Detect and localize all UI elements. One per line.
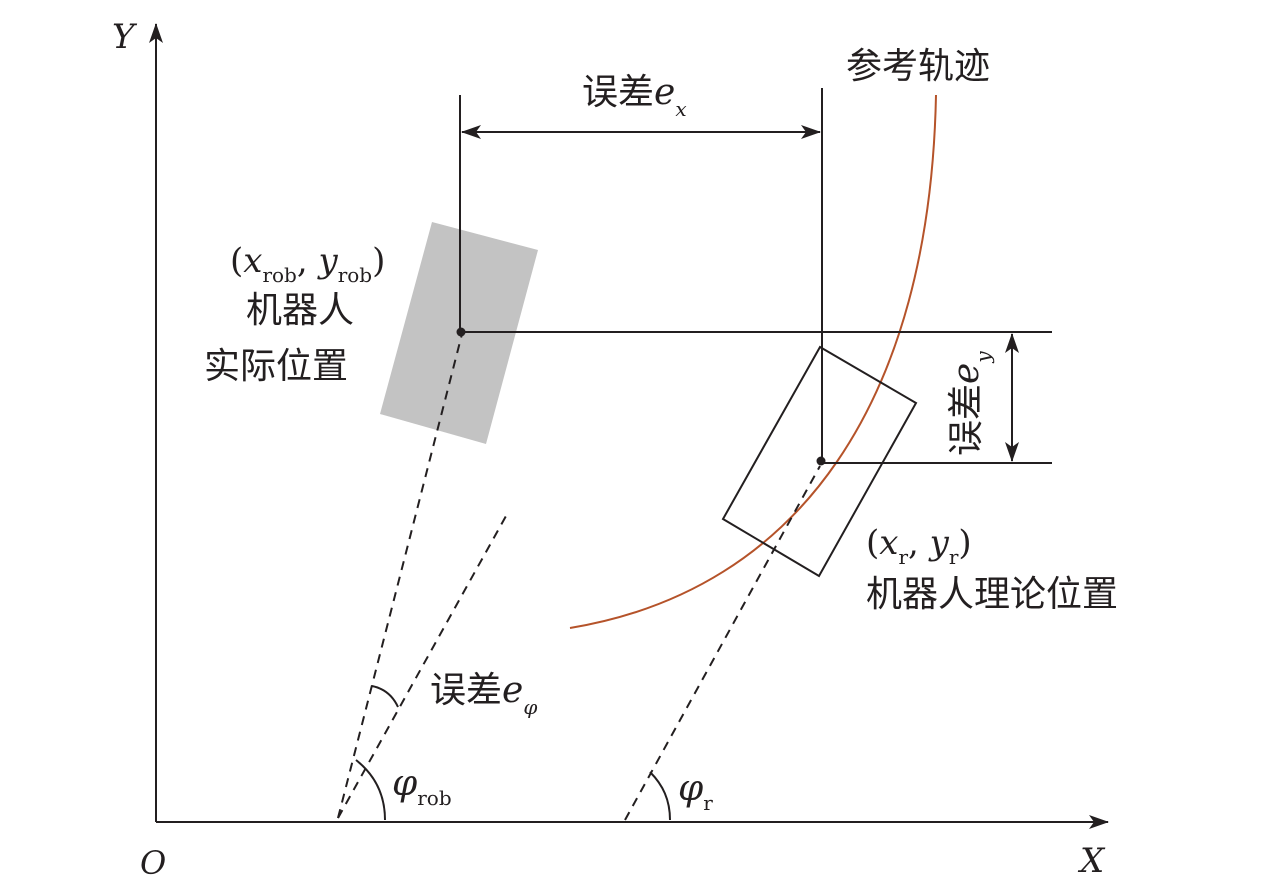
error-y-subscript: y [971,351,995,364]
error-y-prefix: 误差 [946,384,987,456]
error-phi-arc [371,685,399,708]
robot-theory-separator: , [908,523,930,563]
robot-theory-x-subscript: r [898,545,908,569]
angle-rob-arc [355,759,386,821]
y-axis-label: Y [112,17,138,57]
robot-theory-paren-close: ) [958,523,971,563]
construction-lines [459,88,1052,464]
heading-lines [337,333,821,821]
error-x-label: 误差ex [582,72,687,121]
error-phi-subscript: φ [523,695,537,719]
robot-actual-label-line2: 实际位置 [204,346,348,387]
robot-theory-point [816,456,826,466]
robot-theory-paren-open: ( [866,523,879,563]
error-phi-symbol: e [502,670,523,711]
angle-r-symbol: φ [678,768,704,809]
angle-rob-label: φrob [392,763,452,810]
robot-actual-coordinates: (xrob, yrob) [230,241,385,287]
error-x-subscript: x [675,97,686,121]
error-y-label: 误差ey [946,351,995,456]
robot-actual-y-symbol: y [316,241,338,281]
x-axis-label: X [1077,841,1106,880]
angle-rob-subscript: rob [417,786,451,810]
error-x-symbol: e [654,72,675,113]
error-x-prefix: 误差 [582,72,654,113]
error-y-symbol: e [946,363,987,384]
angle-r-subscript: r [703,791,713,815]
robot-actual-paren-open: ( [230,241,243,281]
robot-actual-x-subscript: rob [262,263,296,287]
coordinate-axes [149,23,1109,829]
angle-r-arc [649,771,671,821]
reference-trajectory-curve [569,94,937,629]
theory-heading-parallel-line [337,515,507,819]
reference-trajectory-label: 参考轨迹 [846,46,990,87]
robot-theory-y-symbol: y [928,523,950,563]
origin-label: O [140,844,166,880]
actual-heading-line [337,333,463,819]
robot-theory-label: 机器人理论位置 [866,574,1118,615]
robot-theory-coordinates: (xr, yr) [866,523,972,569]
error-phi-prefix: 误差 [430,670,502,711]
robot-actual-point [456,327,466,337]
robot-actual-paren-close: ) [372,241,385,281]
theory-heading-line [624,465,821,821]
angle-rob-symbol: φ [392,763,418,804]
robot-actual-y-subscript: rob [338,263,372,287]
angle-r-label: φr [678,768,713,815]
error-phi-label: 误差eφ [430,670,537,719]
robot-theory-body [721,345,918,578]
robot-theory-x-symbol: x [879,523,898,563]
robot-actual-label-line1: 机器人 [246,290,354,331]
robot-theory-y-subscript: r [949,545,959,569]
robot-actual-separator: , [297,241,319,281]
angle-arcs [355,685,671,821]
robot-actual-x-symbol: x [243,241,262,281]
